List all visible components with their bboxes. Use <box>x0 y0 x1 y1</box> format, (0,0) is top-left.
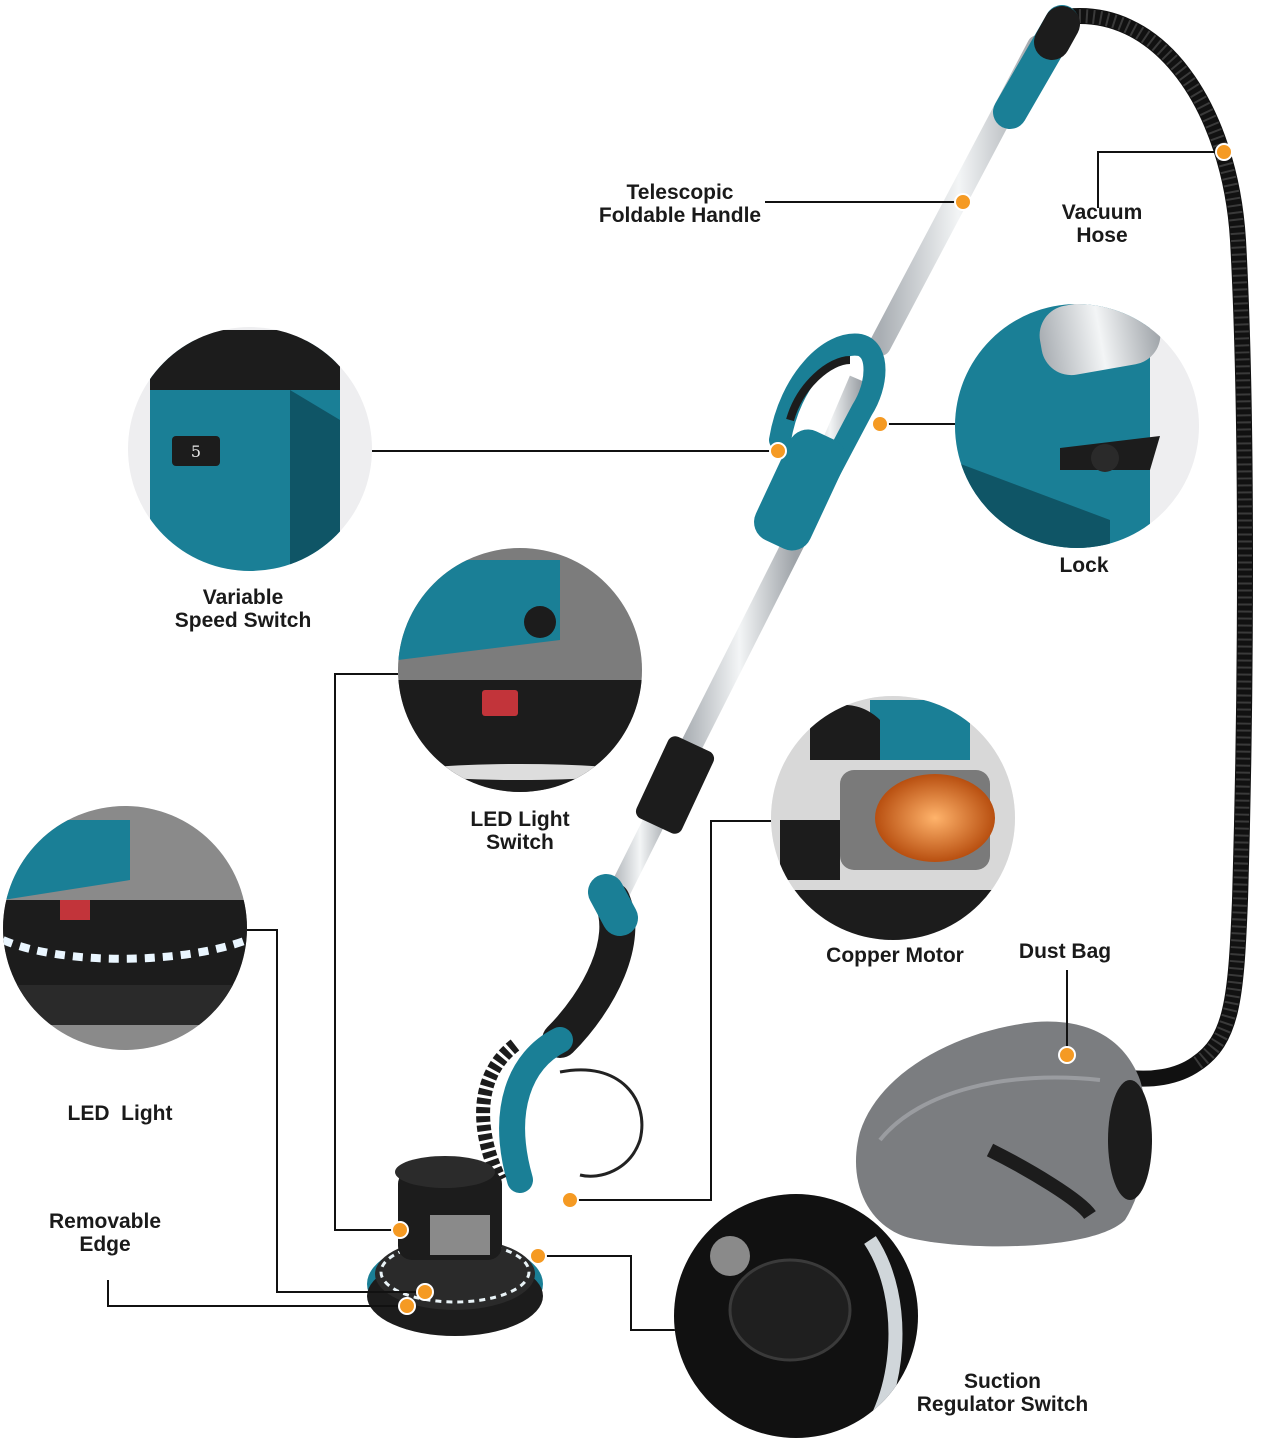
zoom-suction-regulator <box>674 1194 918 1438</box>
dot-lock <box>871 415 889 433</box>
line-edge <box>107 1280 407 1307</box>
line-suction <box>538 1255 676 1331</box>
zoom-copper-motor <box>771 696 1015 940</box>
label-led-light: LED Light <box>67 1102 173 1125</box>
line-motor <box>570 820 776 1201</box>
dot-speed <box>769 442 787 460</box>
dot-ledswitch <box>391 1221 409 1239</box>
dot-dustbag <box>1058 1046 1076 1064</box>
label-copper-motor: Copper Motor <box>826 944 964 967</box>
zoom-led-light <box>3 806 247 1050</box>
dot-ledlight <box>416 1283 434 1301</box>
line-ledlight <box>244 929 425 1293</box>
dot-motor <box>561 1191 579 1209</box>
line-ledswitch <box>334 673 402 1231</box>
dot-edge <box>398 1297 416 1315</box>
sander-head <box>367 1156 543 1336</box>
callout-lines <box>107 151 1224 1331</box>
zoom-led-switch <box>398 548 642 792</box>
speed-dial-number: 5 <box>191 442 201 461</box>
dot-hose <box>1215 143 1233 161</box>
label-dust-bag: Dust Bag <box>1018 940 1112 963</box>
dust-bag <box>855 1021 1152 1247</box>
vacuum-hose <box>1050 8 1253 1087</box>
telescopic-pole <box>476 5 1080 1193</box>
dot-handle <box>954 193 972 211</box>
callout-dots <box>391 143 1233 1315</box>
zoom-speed-switch: 5 <box>128 327 372 571</box>
dot-suction <box>529 1247 547 1265</box>
line-hose <box>1097 151 1224 208</box>
zoom-lock <box>955 304 1199 548</box>
label-lock: Lock <box>1059 554 1109 577</box>
